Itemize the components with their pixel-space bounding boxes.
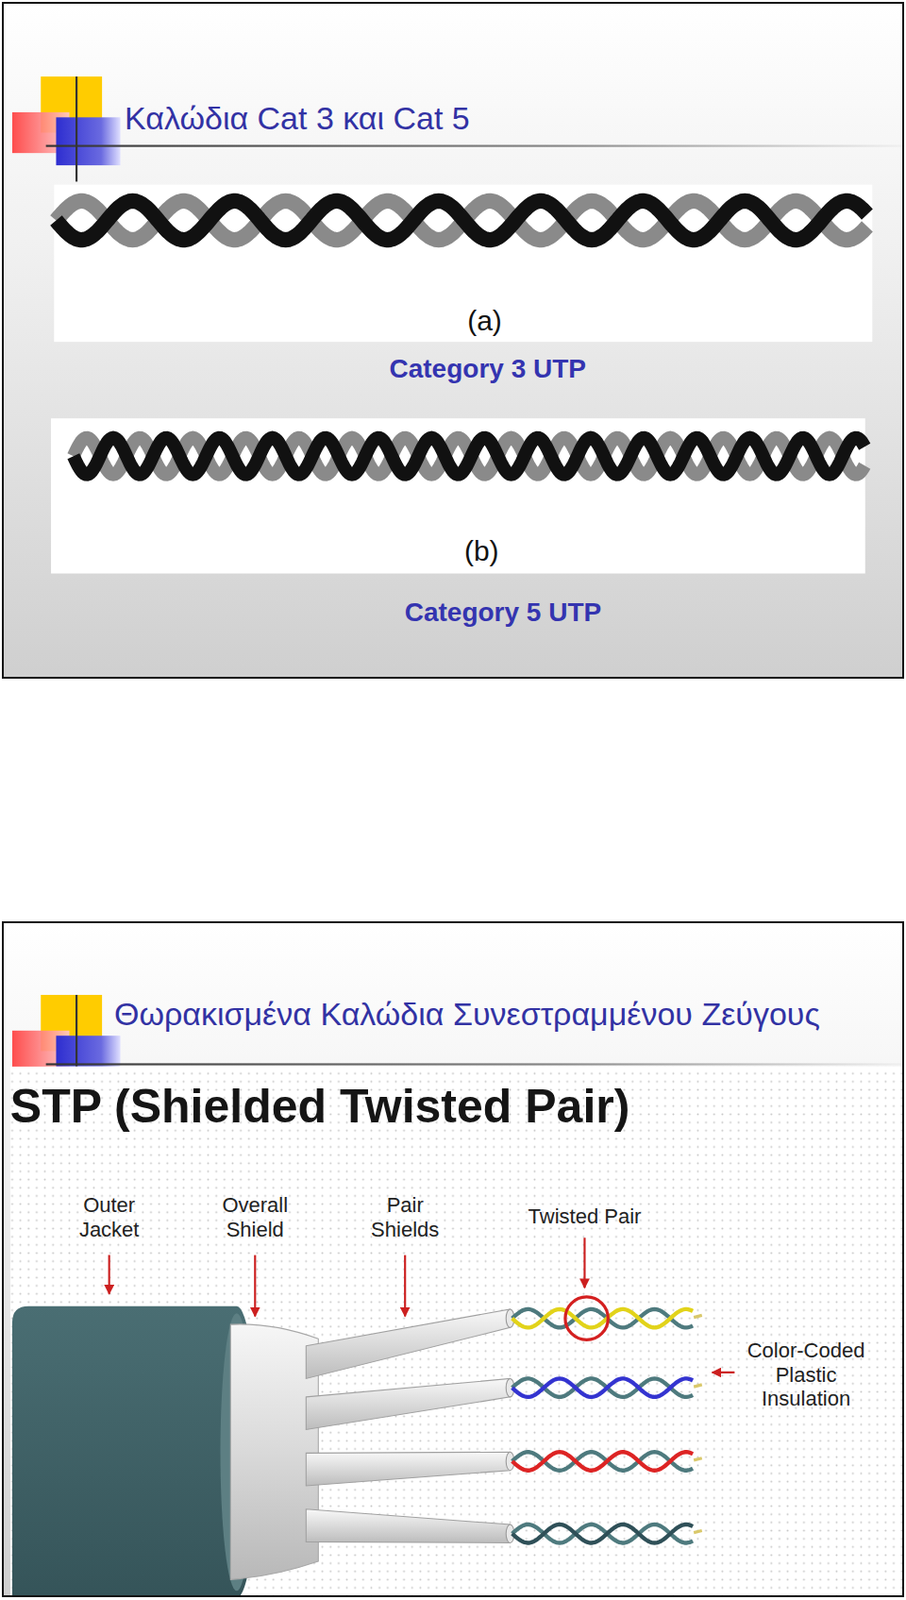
part-label: Pair Shields (357, 1192, 453, 1242)
wire-strand (512, 1451, 693, 1470)
overall-shield (230, 1324, 319, 1579)
wire-strand (512, 1308, 693, 1327)
wire-tip (693, 1458, 703, 1460)
cat5-twisted-pair (73, 437, 865, 475)
wire-tip (693, 1314, 703, 1317)
leader-arrow (108, 1255, 111, 1294)
figure-caption: Category 3 UTP (389, 353, 588, 385)
slide-logo (12, 994, 904, 1072)
wire-strand (512, 1377, 693, 1396)
picture-heading: STP (Shielded Twisted Pair) (10, 1079, 631, 1135)
cat3-twisted-pair (55, 201, 867, 240)
slide-title: Θωρακισμένα Καλώδια Συνεστραμμένου Ζεύγο… (114, 995, 821, 1033)
slide-title: Καλώδια Cat 3 και Cat 5 (124, 100, 470, 137)
logo-rule (46, 1062, 904, 1065)
wire-strand (55, 201, 867, 240)
figure-letter: (a) (467, 304, 503, 338)
logo-rule (75, 994, 78, 1067)
wire-strand (73, 437, 865, 475)
leader-arrow (583, 1237, 586, 1288)
wire-strand (512, 1524, 693, 1543)
wire-strand (73, 437, 865, 475)
slide-logo (12, 76, 904, 182)
wire-tip (693, 1529, 703, 1532)
slide-frame: Καλώδια Cat 3 και Cat 5 (1, 1, 905, 679)
wire-tip (693, 1384, 703, 1387)
part-label: Overall Shield (207, 1192, 302, 1242)
pair-shield (305, 1509, 510, 1544)
figure-caption: Category 5 UTP (404, 597, 603, 628)
part-label: Outer Jacket (62, 1192, 157, 1242)
pair-shield (305, 1377, 510, 1429)
logo-blue (55, 1035, 120, 1066)
slide-ground (1, 1, 905, 679)
figure-letter: (b) (464, 535, 500, 569)
wire-strand (512, 1524, 693, 1543)
leader-arrow (712, 1371, 736, 1374)
wire-strand (512, 1308, 693, 1327)
highlight-circle (565, 1296, 608, 1340)
logo-rule (46, 145, 904, 148)
wire-strand (512, 1377, 693, 1396)
slide-frame: Θωρακισμένα Καλώδια Συνεστραμμένου Ζεύγο… (1, 921, 905, 1597)
logo-blue (55, 117, 120, 166)
leader-arrow (403, 1255, 406, 1317)
pair-shields (305, 1308, 515, 1544)
image-panel (53, 184, 873, 342)
pair-shield (305, 1308, 510, 1379)
logo-rule (75, 76, 78, 182)
wire-strand (55, 201, 867, 240)
wire-strand (512, 1451, 693, 1470)
image-panel (50, 418, 866, 573)
twisted-pairs (512, 1308, 703, 1544)
outer-jacket (12, 1306, 257, 1597)
part-label: Twisted Pair (528, 1204, 642, 1228)
part-label: Color-Coded Plastic Insulation (742, 1338, 871, 1410)
stp-picture (10, 1066, 904, 1597)
pair-shield (305, 1451, 510, 1486)
leader-arrow (253, 1255, 256, 1317)
